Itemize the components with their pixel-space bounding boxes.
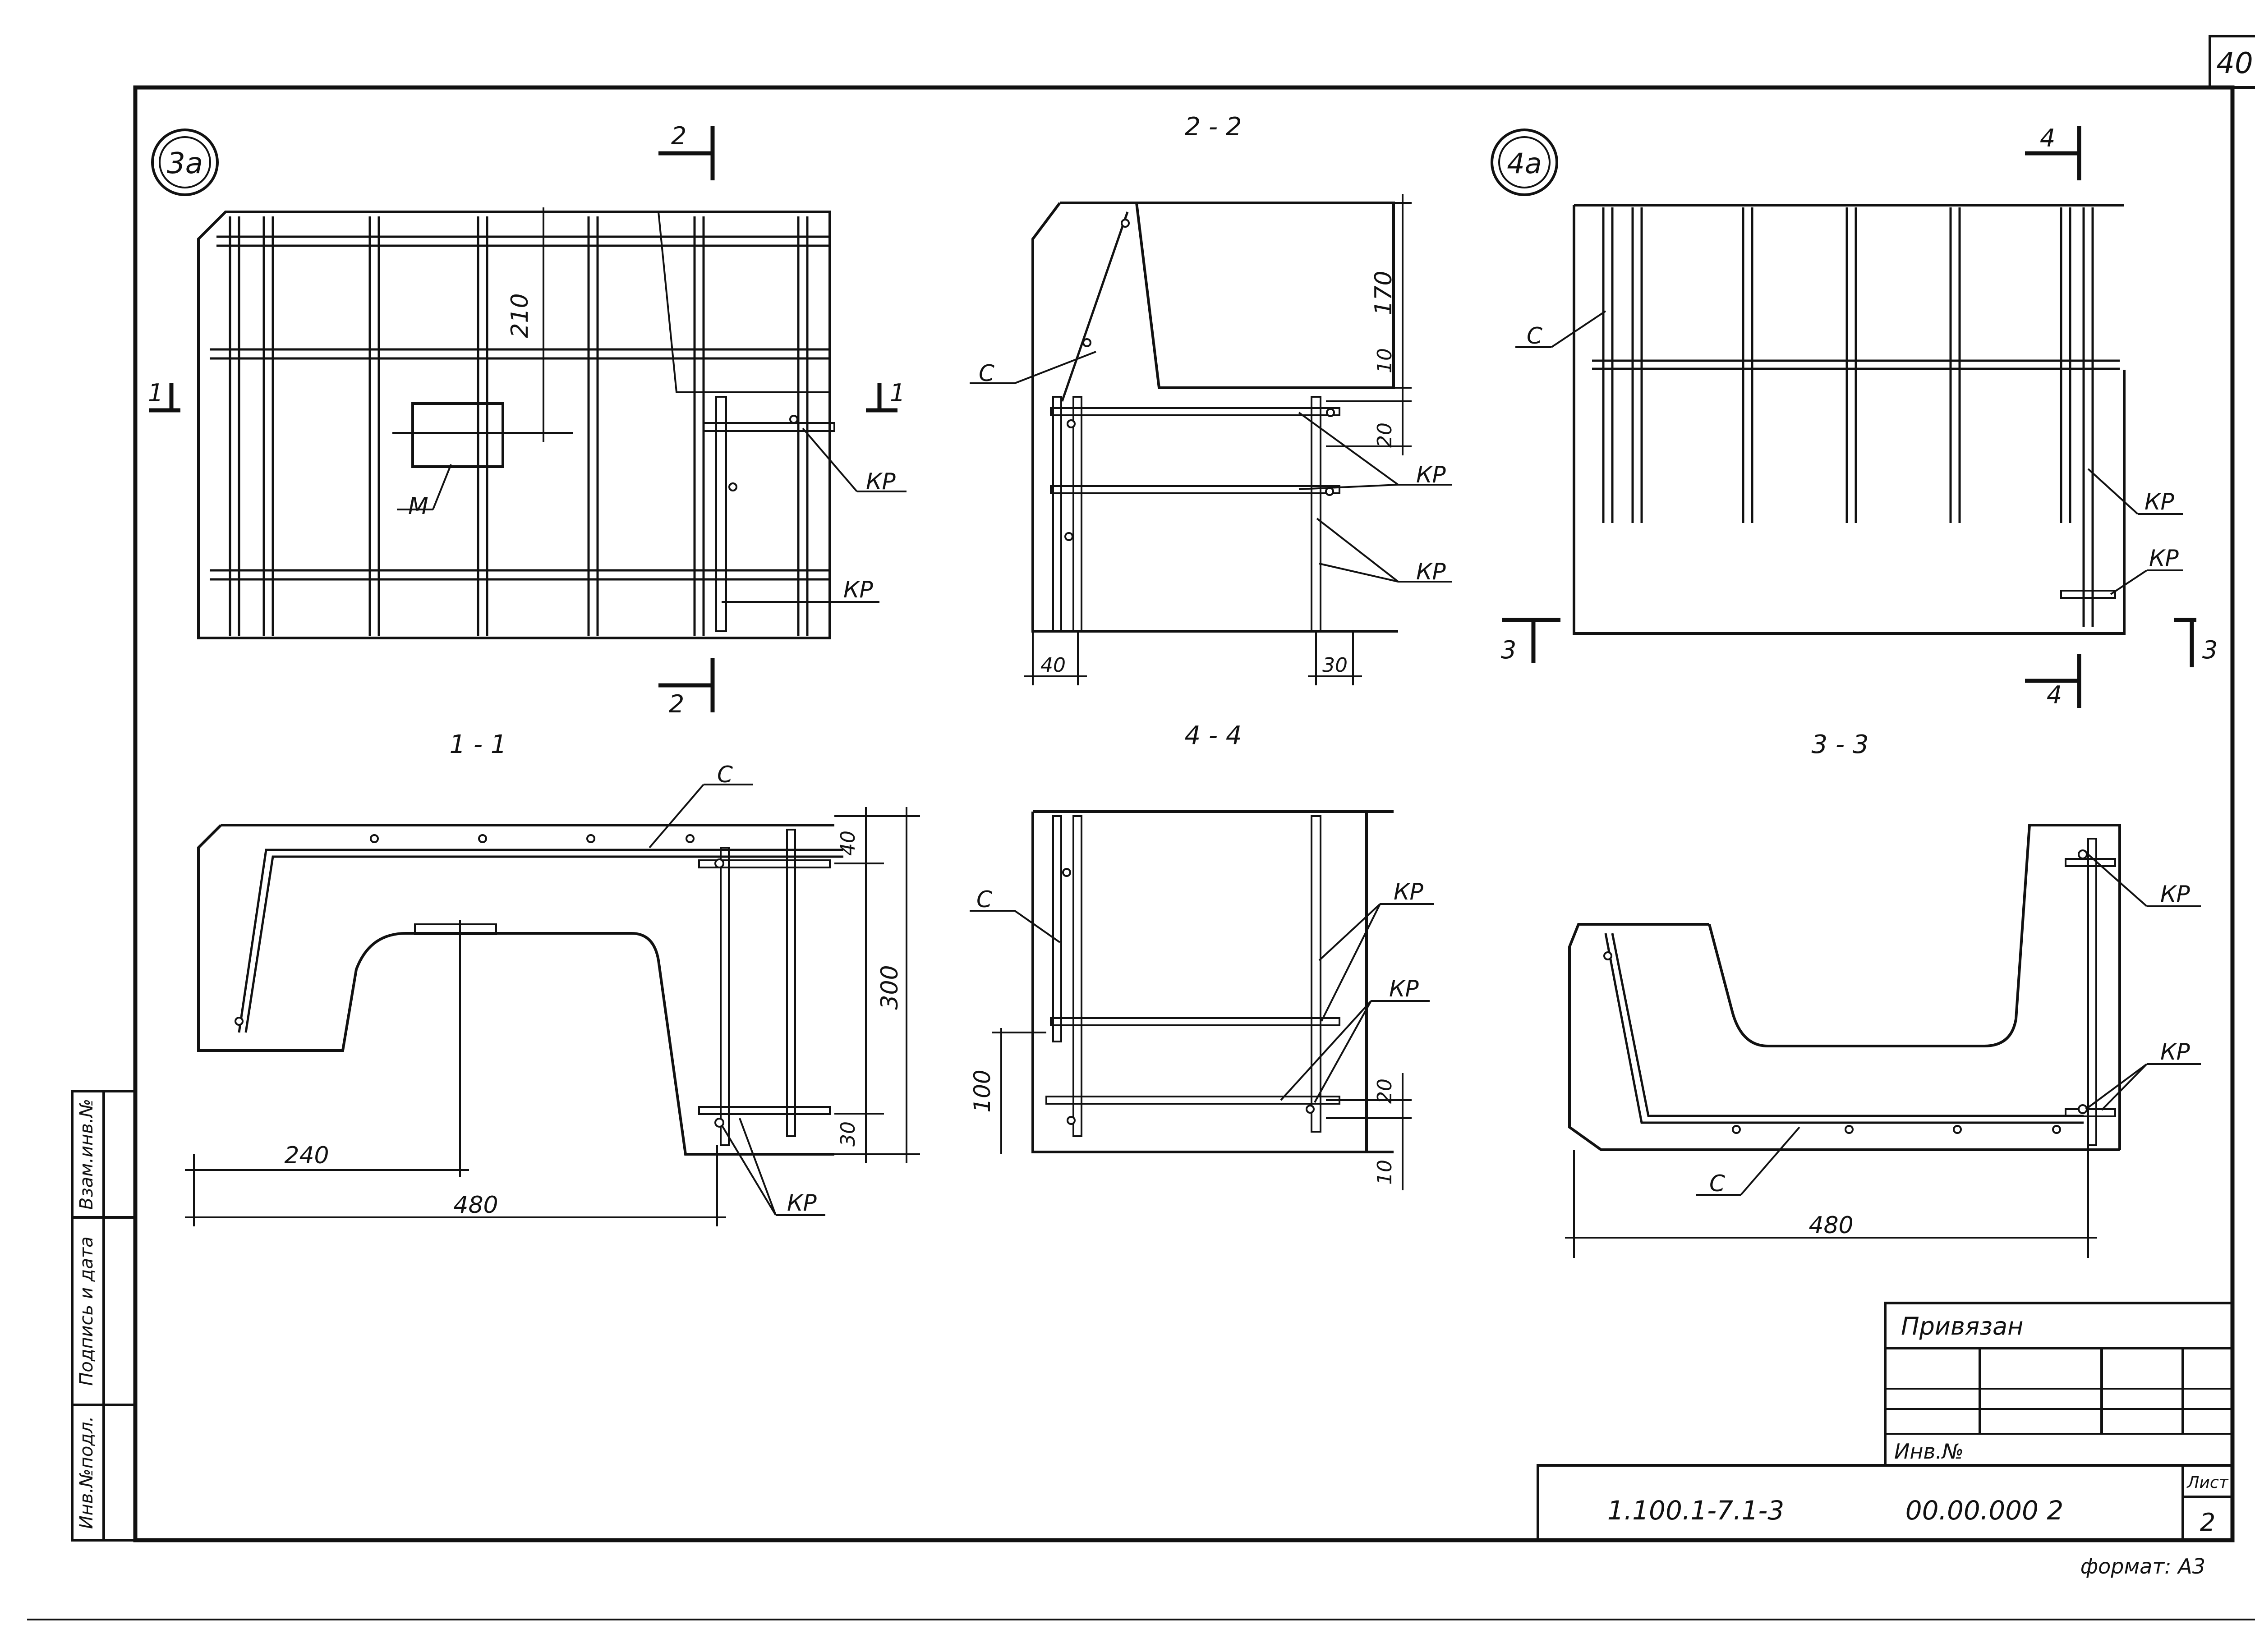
side-stamp-vzam-inv: Взам.инв.№ xyxy=(76,1099,97,1210)
plan-kp-bars xyxy=(703,396,835,632)
cut-mark-4-top: 4 xyxy=(2025,124,2081,180)
label-kp-3-3-2: КР xyxy=(2160,1039,2190,1065)
dim-10-4-4: 10 xyxy=(1373,1160,1396,1185)
cut-mark-3-left: 3 xyxy=(1501,618,1560,664)
svg-text:1: 1 xyxy=(890,379,905,407)
label-c-4a: С xyxy=(1527,323,1542,349)
cut-mark-2-top: 2 xyxy=(658,122,715,180)
dim-480-3-3: 480 xyxy=(1809,1212,1853,1239)
label-c-4-4: С xyxy=(976,886,992,913)
label-kp-4-4-2: КР xyxy=(1389,976,1419,1002)
section-2-2-title: 2 - 2 xyxy=(1184,112,1242,142)
view-node-4a: 4а С КР КР 4 4 xyxy=(1491,124,2218,709)
doc-code: 00.00.000 2 xyxy=(1905,1495,2064,1526)
svg-text:3: 3 xyxy=(1501,636,1516,664)
dim-170: 170 xyxy=(1370,271,1397,315)
main-stamp xyxy=(1537,1464,2234,1542)
project-code: 1.100.1-7.1-3 xyxy=(1607,1495,1784,1526)
dim-10: 10 xyxy=(1373,348,1396,373)
inclined-bar-c xyxy=(1061,211,1129,402)
section-3-3-title: 3 - 3 xyxy=(1811,730,1868,759)
dim-210: 210 xyxy=(506,293,534,338)
side-stamp-inv-podl: Инв.№подл. xyxy=(76,1416,97,1529)
label-kp-4a-1: КР xyxy=(2145,489,2174,515)
cut-mark-2-bottom: 2 xyxy=(658,658,715,718)
view-section-2-2: 2 - 2 170 10 20 40 30 xyxy=(970,112,1452,685)
view-section-4-4: 4 - 4 100 20 10 С КР КР xyxy=(969,721,1434,1190)
side-stamp: Инв.№подл. Подпись и дата Взам.инв.№ xyxy=(71,1090,137,1542)
label-kp-1-1: КР xyxy=(787,1190,817,1216)
dim-40: 40 xyxy=(1040,654,1066,677)
leader-c xyxy=(1014,351,1096,384)
kp-bar-upper xyxy=(1050,407,1340,416)
embedded-plate xyxy=(411,402,504,468)
node-marker-4a-label: 4а xyxy=(1507,147,1542,180)
label-kp-2-2-2: КР xyxy=(1416,559,1446,585)
cut-mark-3-right: 3 xyxy=(2174,618,2218,667)
view-section-1-1: 1 - 1 40 300 30 240 480 С xyxy=(185,730,920,1226)
kp-bar-lower xyxy=(1050,485,1340,494)
dim-40-1-1: 40 xyxy=(837,831,860,856)
section-4-4-outline xyxy=(1031,810,1394,1153)
node-marker-3a-outer xyxy=(151,128,219,196)
label-c-3-3: С xyxy=(1709,1170,1725,1197)
section-1-1-title: 1 - 1 xyxy=(449,730,506,759)
label-kp-3-3-1: КР xyxy=(2160,881,2190,907)
label-kp-3a-2: КР xyxy=(843,577,873,603)
section-1-1-outline xyxy=(197,824,834,1156)
bent-bar-c xyxy=(238,849,843,1033)
node-marker-3a-label: 3а xyxy=(167,147,203,180)
svg-text:2: 2 xyxy=(671,122,686,150)
dim-30: 30 xyxy=(1322,654,1348,677)
page-number: 40 xyxy=(2216,47,2253,80)
cut-mark-4-bottom: 4 xyxy=(2025,654,2081,709)
node-marker-3a-inner xyxy=(159,136,211,188)
title-block: Привязан Инв.№ 1.100.1-7.1-3 00.00.000 2… xyxy=(1537,1302,2234,1579)
node-4a-vertical-bars xyxy=(1602,207,2094,627)
dim-300: 300 xyxy=(876,965,903,1010)
section-4-4-title: 4 - 4 xyxy=(1184,721,1242,750)
plan-opening-edge xyxy=(658,211,830,393)
label-c-2-2: С xyxy=(979,360,994,386)
cut-mark-1-right: 1 xyxy=(866,379,905,413)
view-section-3-3: 3 - 3 480 С КР КР xyxy=(1565,730,2201,1258)
label-kp-4a-2: КР xyxy=(2149,545,2179,571)
drawing-border xyxy=(133,85,2235,1542)
label-c-1-1: С xyxy=(717,762,733,788)
privyazan-label: Привязан xyxy=(1901,1312,2023,1340)
format-label: формат: А3 xyxy=(2080,1554,2205,1579)
dim-20-4-4: 20 xyxy=(1373,1078,1396,1104)
sheet-number: 2 xyxy=(2200,1508,2215,1537)
label-m: М xyxy=(408,493,428,520)
node-marker-4a-inner xyxy=(1498,136,1551,188)
view-node-3a: 3а 210 xyxy=(148,122,907,718)
svg-text:3: 3 xyxy=(2202,636,2218,664)
side-stamp-signature-date: Подпись и дата xyxy=(76,1236,97,1386)
dim-240: 240 xyxy=(284,1142,329,1169)
svg-text:2: 2 xyxy=(669,690,684,718)
label-kp-3a-1: КР xyxy=(866,468,896,495)
plan-vertical-bars xyxy=(229,216,809,636)
svg-text:4: 4 xyxy=(2040,124,2055,152)
plan-outline xyxy=(197,211,831,639)
label-kp-4-4-1: КР xyxy=(1394,879,1423,905)
leader-m xyxy=(432,464,452,510)
cut-mark-1-left: 1 xyxy=(148,379,180,413)
dim-480-1-1: 480 xyxy=(453,1192,498,1219)
node-marker-4a-outer xyxy=(1491,128,1558,196)
dim-100: 100 xyxy=(969,1069,995,1112)
dim-20: 20 xyxy=(1373,422,1396,448)
svg-text:1: 1 xyxy=(148,379,163,407)
leader-kp-1 xyxy=(802,427,858,492)
svg-text:4: 4 xyxy=(2047,681,2062,709)
section-3-3-outline xyxy=(1568,824,2121,1151)
label-kp-2-2-1: КР xyxy=(1416,462,1446,488)
inv-no-label: Инв.№ xyxy=(1894,1439,1964,1464)
page-number-box xyxy=(2209,35,2255,89)
bent-bar-c-3-3 xyxy=(1604,933,2084,1124)
dim-30-1-1: 30 xyxy=(837,1121,860,1147)
sheet-label: Лист xyxy=(2186,1473,2228,1492)
